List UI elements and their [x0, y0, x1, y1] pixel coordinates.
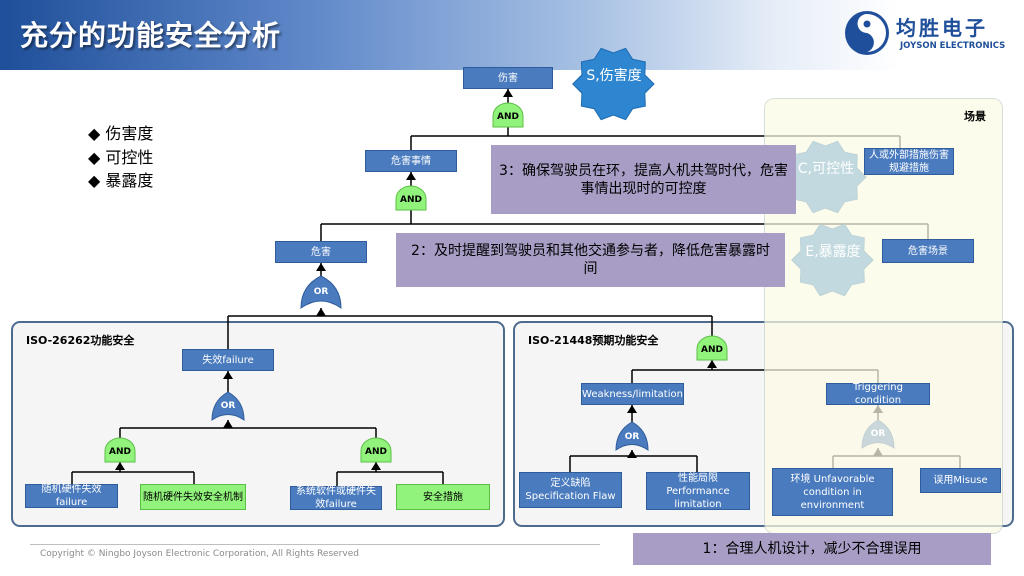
or-gate-hazard-shape [300, 275, 342, 309]
star-exposure: E,暴露度 [805, 244, 861, 260]
and-gate-hw-shape [104, 437, 136, 463]
and-gate-hw: AND [109, 447, 131, 457]
star-s-shape [572, 47, 655, 121]
node-safety-measure: 安全措施 [396, 484, 490, 510]
node-harm: 伤害 [463, 67, 553, 89]
or-gate-hazard: OR [313, 287, 329, 297]
or-gate-failure-shape [211, 391, 245, 421]
legend-exposure: ◆ 暴露度 [88, 171, 154, 190]
node-spec-flaw: 定义缺陷 Specification Flaw [519, 472, 622, 508]
and-gate-mid: AND [400, 195, 422, 205]
logo-name: 均胜电子 [896, 16, 988, 40]
note-controllability: 3：确保驾驶员在环，提高人机共驾时代，危害事情出现时的可控度 [491, 145, 796, 214]
node-misuse: 误用Misuse [920, 468, 1001, 493]
page-title: 充分的功能安全分析 [20, 19, 282, 52]
node-random-hw-failure: 随机硬件失效failure [25, 484, 118, 508]
and-gate-sotif: AND [701, 345, 723, 355]
node-hazard-event: 危害事情 [365, 150, 457, 172]
iso21448-label: ISO-21448预期功能安全 [528, 334, 659, 347]
footer-divider [30, 544, 600, 545]
or-gate-trig: OR [870, 429, 886, 439]
node-external-avoid: 人或外部措施伤害规避措施 [864, 148, 954, 175]
legend-controllability: ◆ 可控性 [88, 148, 154, 167]
node-triggering: Triggering condition [826, 382, 930, 406]
and-gate-mid-shape [395, 185, 427, 211]
node-failure: 失效failure [182, 349, 274, 371]
and-gate-sys: AND [365, 447, 387, 457]
and-gate-top: AND [497, 112, 519, 122]
node-environment: 环境 Unfavorable condition in environment [772, 468, 893, 516]
copyright-text: Copyright © Ningbo Joyson Electronic Cor… [40, 549, 359, 559]
scene-label: 场景 [964, 110, 986, 123]
and-gate-top-shape [492, 102, 524, 128]
node-weakness: Weakness/limitation [581, 383, 684, 405]
and-gate-sys-shape [360, 437, 392, 463]
node-sys-sw-hw-failure: 系统软件或硬件失效failure [290, 486, 382, 510]
star-severity: S,伤害度 [586, 68, 642, 84]
or-gate-weak-shape [615, 421, 649, 451]
star-controllability: C,可控性 [797, 161, 855, 177]
iso26262-label: ISO-26262功能安全 [26, 334, 135, 347]
logo-subtitle: JOYSON ELECTRONICS [900, 41, 1006, 51]
or-gate-weak: OR [624, 432, 640, 442]
or-gate-failure: OR [220, 401, 236, 411]
note-misuse: 1：合理人机设计，减少不合理误用 [633, 533, 991, 565]
and-gate-sotif-shape [696, 335, 728, 361]
legend-severity: ◆ 伤害度 [88, 124, 154, 143]
node-hazard-scene: 危害场景 [882, 239, 974, 263]
node-random-hw-safety: 随机硬件失效安全机制 [140, 484, 246, 510]
note-exposure: 2：及时提醒到驾驶员和其他交通参与者，降低危害暴露时间 [396, 233, 785, 287]
node-hazard: 危害 [275, 241, 367, 263]
node-perf-limit: 性能局限 Performance limitation [646, 472, 750, 510]
joyson-logo-icon [845, 11, 889, 55]
